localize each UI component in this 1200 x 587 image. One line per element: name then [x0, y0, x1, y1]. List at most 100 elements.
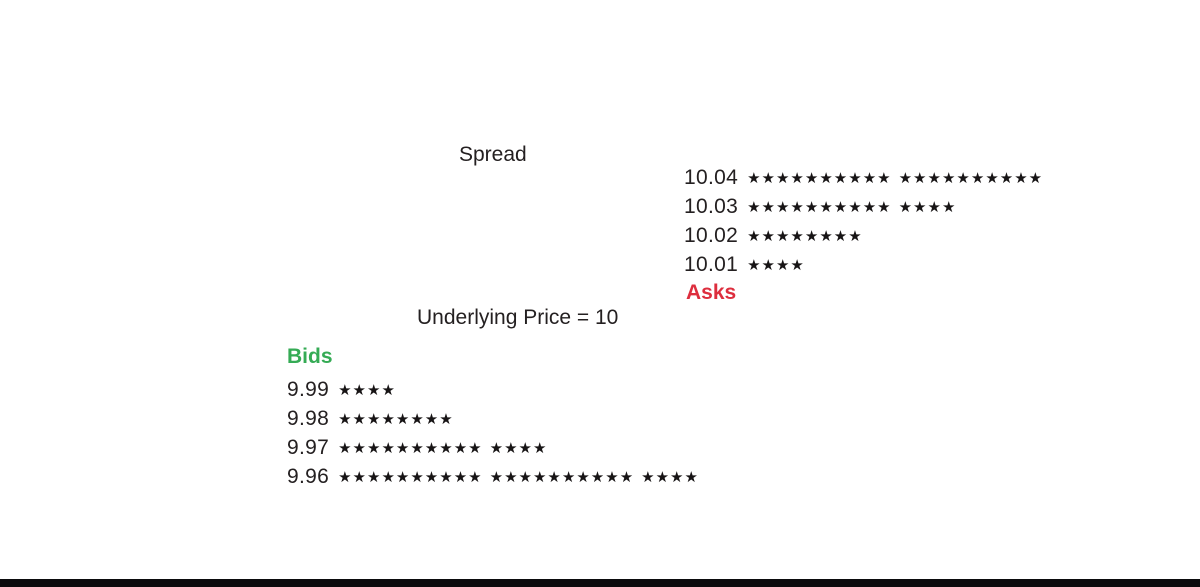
star-icon: ★ — [790, 227, 804, 245]
star-icon: ★ — [956, 169, 970, 187]
star-icon: ★ — [489, 439, 504, 457]
star-icon: ★ — [833, 169, 848, 187]
star-icon: ★ — [439, 439, 453, 457]
star-icon: ★ — [833, 198, 848, 216]
price-label: 10.04 — [684, 165, 739, 189]
star-icon: ★ — [804, 198, 819, 216]
star-icon: ★ — [819, 227, 833, 245]
star-icon: ★ — [775, 198, 790, 216]
star-icon: ★ — [775, 256, 790, 274]
star-icon: ★ — [761, 227, 775, 245]
star-icon: ★ — [381, 468, 395, 486]
star-icon: ★ — [424, 439, 439, 457]
star-icon: ★ — [619, 468, 634, 486]
star-icon: ★ — [395, 468, 410, 486]
price-level-row: 9.96★★★★★★★★★★★★★★★★★★★★★★★★ — [287, 462, 699, 491]
star-icon: ★ — [352, 410, 366, 428]
star-icon: ★ — [547, 468, 561, 486]
star-icon: ★ — [366, 381, 381, 399]
quantity-stars: ★★★★ — [747, 257, 805, 273]
star-icon: ★ — [395, 410, 410, 428]
star-icon: ★ — [532, 468, 547, 486]
star-icon: ★ — [453, 439, 468, 457]
star-icon: ★ — [655, 468, 670, 486]
star-icon: ★ — [410, 439, 424, 457]
price-label: 10.02 — [684, 223, 739, 247]
star-icon: ★ — [424, 410, 439, 428]
bids-rows: 9.99★★★★9.98★★★★★★★★9.97★★★★★★★★★★★★★★9.… — [287, 375, 699, 491]
star-icon: ★ — [518, 439, 532, 457]
price-level-row: 9.98★★★★★★★★ — [287, 404, 699, 433]
star-icon: ★ — [913, 198, 927, 216]
star-icon: ★ — [877, 169, 891, 187]
price-label: 9.98 — [287, 406, 330, 430]
star-icon: ★ — [819, 169, 833, 187]
star-icon: ★ — [747, 227, 761, 245]
star-icon: ★ — [504, 439, 518, 457]
price-label: 9.97 — [287, 435, 330, 459]
star-icon: ★ — [898, 198, 913, 216]
star-icon: ★ — [424, 468, 439, 486]
star-icon: ★ — [576, 468, 590, 486]
spread-title: Spread — [459, 143, 527, 166]
star-icon: ★ — [641, 468, 655, 486]
quantity-stars: ★★★★★★★★★★★★★★ — [338, 440, 547, 456]
asks-rows: 10.04★★★★★★★★★★★★★★★★★★★★10.03★★★★★★★★★★… — [684, 163, 1043, 279]
star-icon: ★ — [970, 169, 985, 187]
star-icon: ★ — [898, 169, 913, 187]
quantity-stars: ★★★★★★★★ — [747, 228, 863, 244]
price-label: 10.03 — [684, 194, 739, 218]
price-level-row: 9.99★★★★ — [287, 375, 699, 404]
star-icon: ★ — [468, 439, 482, 457]
star-icon: ★ — [410, 410, 424, 428]
star-icon: ★ — [439, 410, 453, 428]
star-icon: ★ — [927, 198, 941, 216]
star-icon: ★ — [804, 227, 819, 245]
price-level-row: 10.03 ★★★★★★★★★★★★★★ — [684, 192, 1043, 221]
star-icon: ★ — [1014, 169, 1028, 187]
price-level-row: 10.02★★★★★★★★ — [684, 221, 1043, 250]
star-icon: ★ — [747, 198, 761, 216]
star-icon: ★ — [761, 198, 775, 216]
price-level-row: 10.04 ★★★★★★★★★★★★★★★★★★★★ — [684, 163, 1043, 192]
star-icon: ★ — [439, 468, 453, 486]
star-icon: ★ — [410, 468, 424, 486]
star-icon: ★ — [833, 227, 848, 245]
star-icon: ★ — [790, 256, 804, 274]
star-icon: ★ — [338, 381, 352, 399]
star-icon: ★ — [352, 468, 366, 486]
star-icon: ★ — [927, 169, 941, 187]
asks-legend-label: Asks — [686, 281, 737, 304]
star-icon: ★ — [489, 468, 504, 486]
star-icon: ★ — [338, 468, 352, 486]
star-icon: ★ — [366, 439, 381, 457]
price-level-row: 10.01 ★★★★ — [684, 250, 1043, 279]
star-icon: ★ — [532, 439, 547, 457]
quantity-stars: ★★★★★★★★★★★★★★★★★★★★ — [747, 170, 1043, 186]
quantity-stars: ★★★★★★★★★★★★★★★★★★★★★★★★ — [338, 469, 699, 485]
star-icon: ★ — [775, 169, 790, 187]
quantity-stars: ★★★★ — [338, 382, 396, 398]
star-icon: ★ — [605, 468, 619, 486]
star-icon: ★ — [775, 227, 790, 245]
star-icon: ★ — [941, 169, 956, 187]
price-label: 9.99 — [287, 377, 330, 401]
star-icon: ★ — [848, 169, 862, 187]
star-icon: ★ — [352, 439, 366, 457]
price-label: 10.01 — [684, 252, 739, 276]
star-icon: ★ — [518, 468, 532, 486]
price-level-row: 9.97 ★★★★★★★★★★★★★★ — [287, 433, 699, 462]
star-icon: ★ — [352, 381, 366, 399]
bottom-border-bar — [0, 579, 1200, 587]
star-icon: ★ — [381, 381, 395, 399]
star-icon: ★ — [684, 468, 698, 486]
star-icon: ★ — [670, 468, 684, 486]
star-icon: ★ — [761, 256, 775, 274]
star-icon: ★ — [941, 198, 956, 216]
star-icon: ★ — [504, 468, 518, 486]
star-icon: ★ — [819, 198, 833, 216]
star-icon: ★ — [999, 169, 1014, 187]
quantity-stars: ★★★★★★★★★★★★★★ — [747, 199, 956, 215]
star-icon: ★ — [453, 468, 468, 486]
star-icon: ★ — [848, 227, 862, 245]
